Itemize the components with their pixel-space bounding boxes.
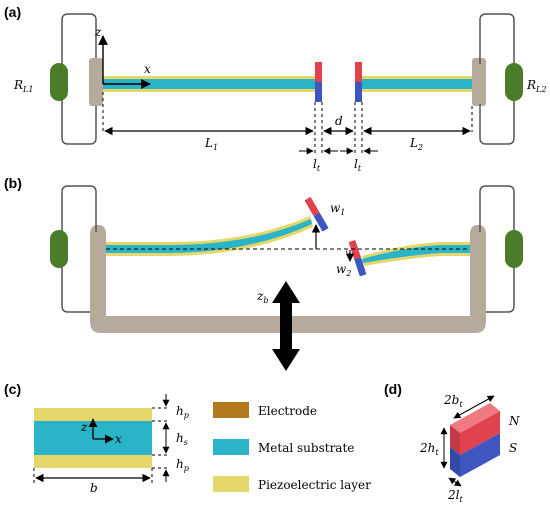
right-circuit-wire-b [479,185,515,313]
section-z-label: z [80,420,88,434]
gap-label: d [335,114,343,128]
legend-label-electrode: Electrode [258,404,317,418]
magnet-width-arrow [453,395,495,419]
deflection-1-label: w1 [330,201,345,217]
right-clamp [472,58,486,106]
left-clamp [89,58,103,106]
legend-swatch-substrate [213,439,249,455]
left-magnet [315,62,322,102]
x-axis-label: x [144,62,151,76]
legend-swatch-electrode [213,402,249,418]
top-piezo-thickness-label: hp [176,404,189,420]
magnet-3d [450,403,500,477]
right-magnet [355,62,362,102]
left-load-resistor [50,63,68,101]
base-frame [90,225,486,333]
left-beam [103,76,315,92]
legend: Electrode Metal substrate Piezoelectric … [213,402,371,492]
bottom-piezo-thickness-label: hp [176,457,189,473]
deflected-left-magnet [304,196,329,232]
left-resistor-label: RL1 [13,78,33,94]
north-pole-label: N [508,414,520,428]
left-circuit-wire-b [61,185,97,313]
left-load-resistor-b [50,230,68,268]
magnet-depth-label: 2lt [447,488,463,504]
panel-label-b: (b) [4,175,22,191]
right-load-resistor-b [505,230,523,268]
dimension-guides [102,92,473,155]
base-motion-label: zb [256,289,268,305]
deflected-left-beam [106,216,313,256]
deflected-right-beam [362,242,470,266]
panel-label-d: (d) [384,381,402,397]
magnet-depth-arrow [448,477,462,487]
legend-label-substrate: Metal substrate [258,441,354,455]
width-label: b [90,481,98,495]
magnet-width-label: 2bt [443,393,463,409]
legend-label-piezo: Piezoelectric layer [258,478,371,492]
section-x-label: x [115,432,122,446]
magnet-right-thickness-label: lt [354,157,362,173]
z-axis-label: z [94,25,102,39]
panel-label-a: (a) [4,4,21,20]
right-load-resistor [505,63,523,101]
legend-swatch-piezo [213,476,249,492]
magnet-height-label: 2ht [419,441,439,457]
right-beam [362,76,472,92]
south-pole-label: S [509,441,517,455]
length-1-label: L1 [204,136,218,152]
deflection-2-label: w2 [336,262,351,278]
deflected-right-magnet [348,239,367,277]
magnet-left-thickness-label: lt [313,157,321,173]
substrate-thickness-label: hs [176,431,188,447]
base-excitation-arrow [272,281,300,371]
right-resistor-label: RL2 [526,78,546,94]
panel-label-c: (c) [4,381,21,397]
length-2-label: L2 [409,136,423,152]
